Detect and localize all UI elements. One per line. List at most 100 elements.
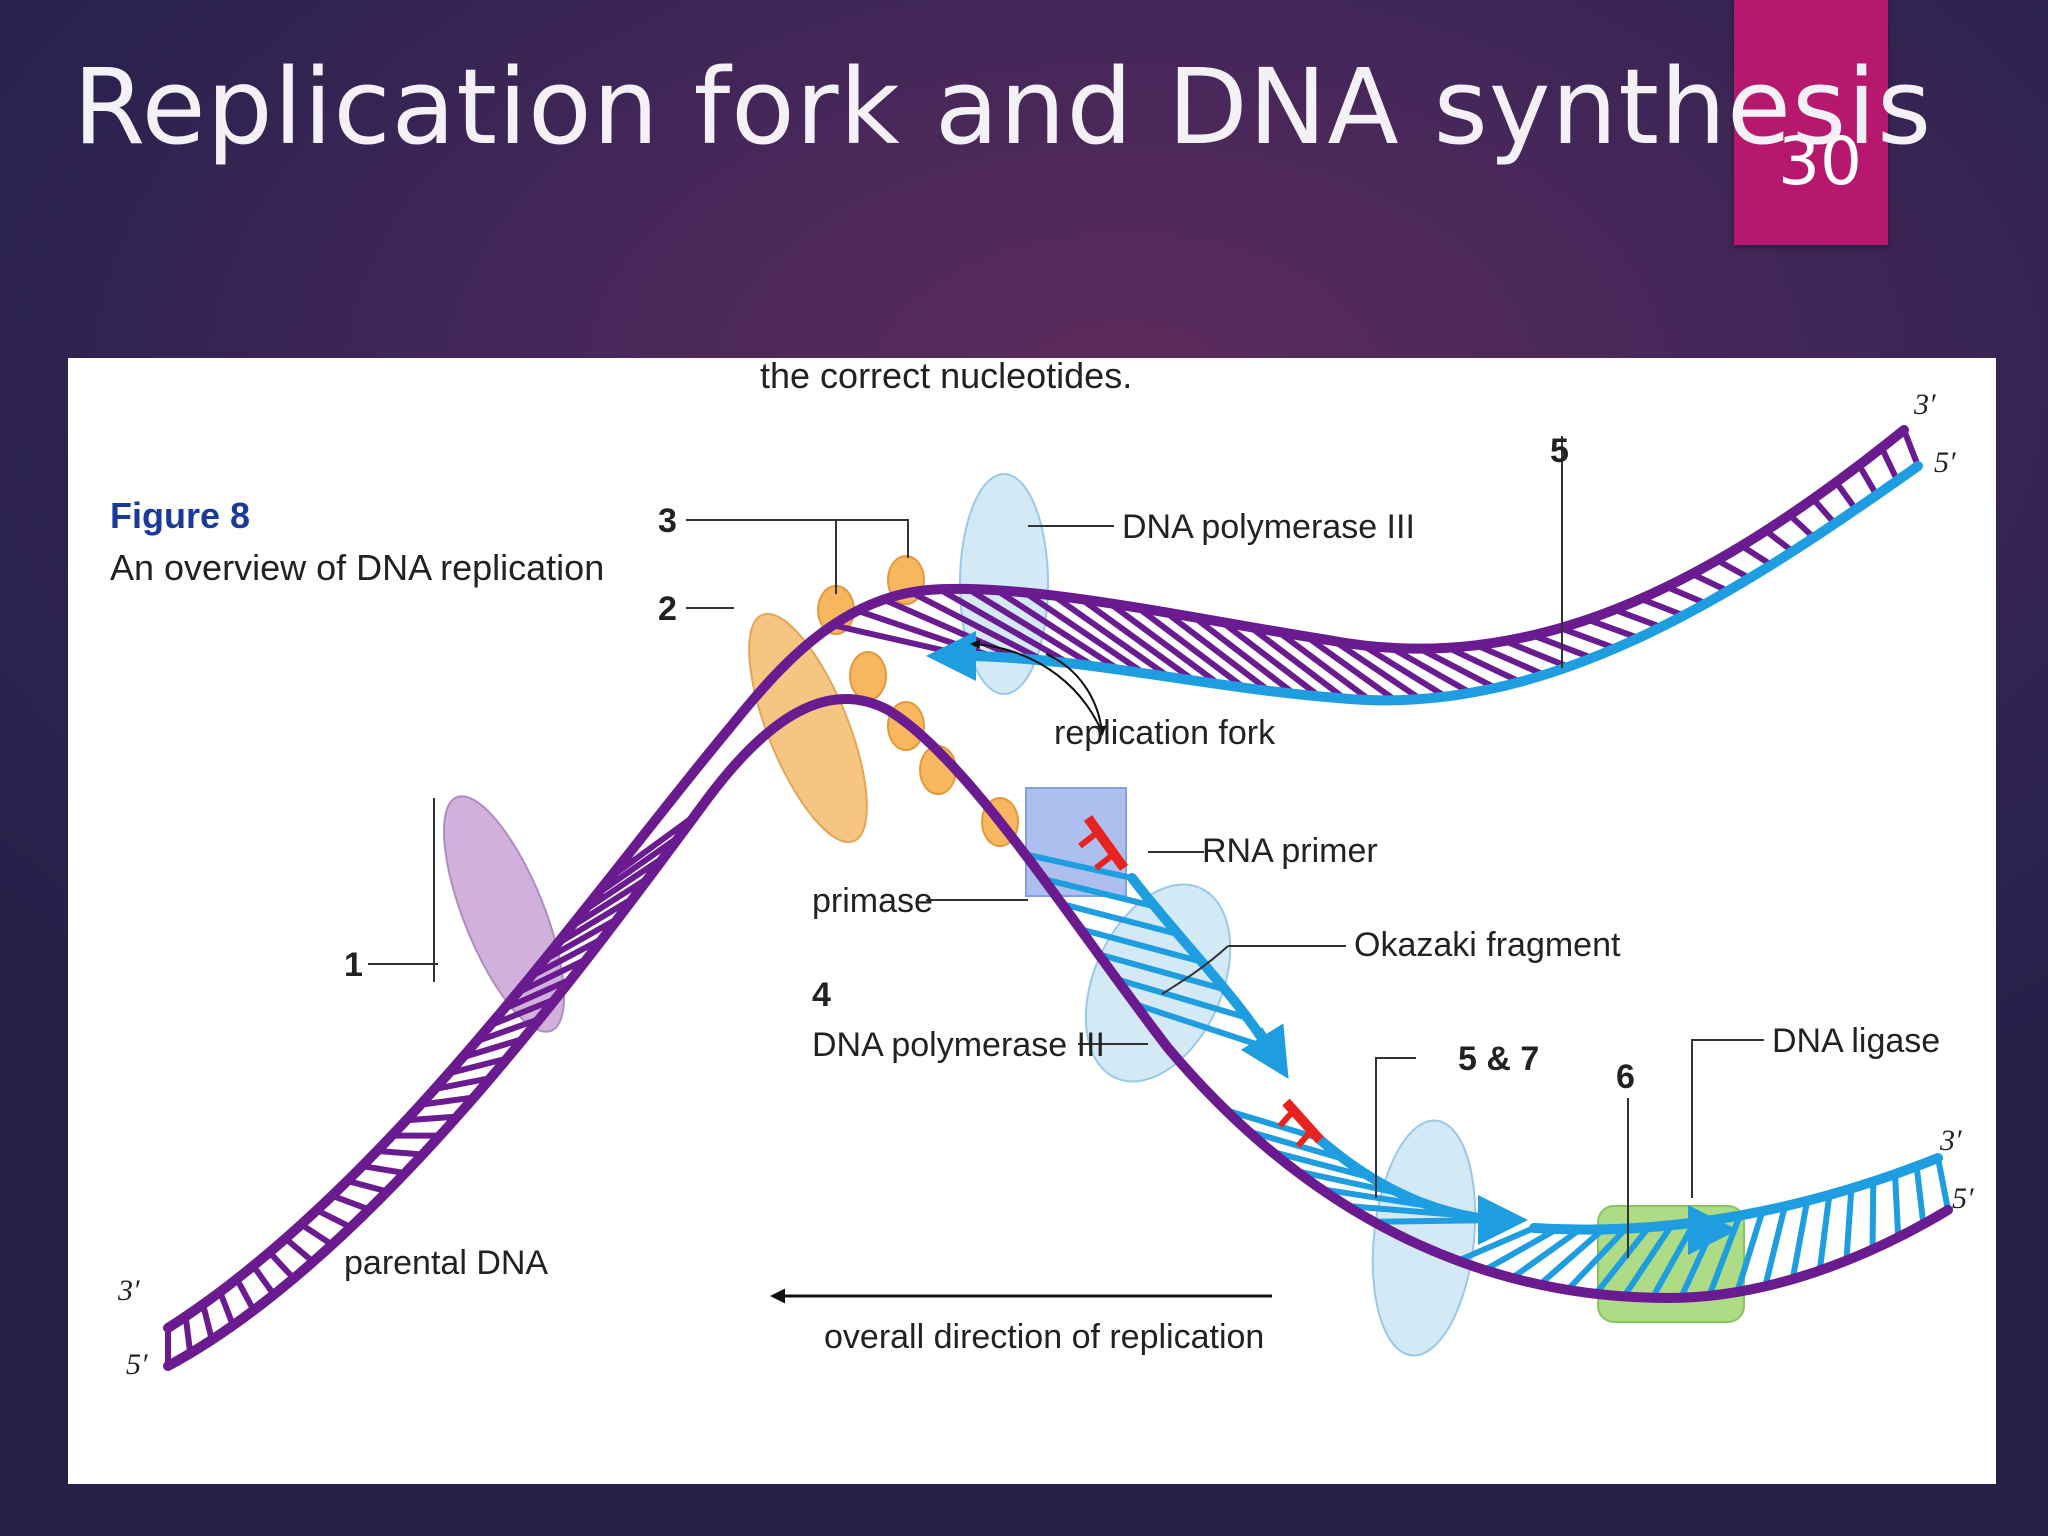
base-pair-rung — [1475, 642, 1546, 678]
base-pair-rung — [1023, 589, 1146, 676]
base-pair-rung — [1869, 1181, 1877, 1250]
okazaki-fragment-segment-3 — [1529, 1153, 1943, 1235]
base-pair-rung — [182, 1316, 194, 1354]
base-pair-rung — [937, 586, 1071, 666]
base-pair-rung — [217, 1290, 236, 1327]
end-left-3: 3′ — [117, 1274, 140, 1307]
base-pair-rungs — [165, 428, 1951, 1366]
base-pair-rung — [1810, 496, 1838, 526]
label-replication-fork: replication fork — [1054, 714, 1276, 752]
leading-strand — [963, 461, 1923, 706]
base-pair-rung — [1789, 1200, 1811, 1280]
base-pair-rung — [1639, 596, 1685, 619]
base-pair-rung — [909, 589, 1046, 664]
base-pair-rung — [1856, 463, 1880, 497]
base-pair-rung — [1164, 609, 1272, 694]
base-pair-rung — [1079, 926, 1203, 965]
base-pair-rung — [1537, 1227, 1605, 1287]
base-pair-rung — [1446, 645, 1522, 685]
end-top-right-5: 5′ — [1934, 446, 1956, 479]
base-pair-rung — [1483, 1226, 1559, 1273]
dna-polymerase-iii-okazaki — [1371, 1119, 1477, 1357]
base-pair-rung — [361, 1163, 406, 1177]
base-pair-rung — [299, 1222, 334, 1248]
base-pair-rung — [405, 1113, 458, 1124]
label-overall-direction: overall direction of replication — [824, 1318, 1264, 1356]
base-pair-rung — [1042, 876, 1156, 910]
label-number-5-top: 5 — [1550, 432, 1569, 470]
base-pair-rung — [1270, 1148, 1373, 1181]
base-pair-rung — [1224, 1107, 1319, 1141]
base-pair-rung — [488, 996, 557, 1029]
end-bottom-right-3: 3′ — [1939, 1124, 1962, 1157]
slide-title: Replication fork and DNA synthesis — [73, 46, 1933, 168]
base-pair-rung — [1220, 619, 1322, 699]
base-pair-rung — [420, 1094, 475, 1108]
base-pair-rung — [234, 1277, 257, 1312]
base-pair-rung — [1248, 624, 1347, 702]
base-pair-rung — [1763, 528, 1795, 554]
base-pair-rung — [200, 1303, 215, 1341]
rna-primer-segment — [1083, 815, 1129, 871]
base-pair-rung — [542, 915, 620, 963]
base-pair-rung — [447, 1055, 508, 1077]
label-number-1: 1 — [344, 946, 363, 984]
leader-lines — [368, 436, 1764, 1304]
page-number: 30 — [1778, 123, 1862, 200]
label-number-6: 6 — [1616, 1058, 1635, 1096]
label-okazaki-fragment: Okazaki fragment — [1354, 926, 1621, 964]
base-pair-rung — [1901, 428, 1921, 468]
base-pair-rung — [376, 1147, 423, 1158]
base-pair-rung — [966, 586, 1096, 669]
rna-primer-rungs — [1078, 829, 1116, 871]
base-pair-rung — [1332, 638, 1423, 702]
base-pair-rung — [529, 935, 605, 980]
base-pair-rung — [1787, 512, 1816, 540]
base-pair-rung — [1559, 625, 1617, 652]
base-pair-rung — [1739, 543, 1773, 568]
base-pair-rung — [1079, 596, 1196, 684]
base-pair-rung — [1389, 645, 1473, 696]
rna-primer-rungs-2 — [1277, 1108, 1315, 1148]
base-pair-rung — [1715, 557, 1752, 581]
base-pair-rung — [434, 1075, 492, 1093]
base-pair-rung — [315, 1207, 353, 1231]
base-pair-rung — [1304, 634, 1397, 703]
base-pair-rung — [1276, 629, 1372, 703]
base-pair-rung — [1816, 1194, 1833, 1271]
base-pair-rung — [502, 976, 573, 1012]
base-pair-rung — [1136, 605, 1246, 691]
okazaki-fragment-arrow — [1240, 1023, 1289, 1079]
base-pair-rung — [882, 596, 1020, 662]
base-pair-rung — [1665, 584, 1708, 607]
label-rna-primer: RNA primer — [1202, 832, 1378, 870]
base-pair-rung — [1734, 1210, 1766, 1293]
base-pair-rung — [1247, 1128, 1345, 1162]
base-pair-rung — [994, 587, 1121, 673]
base-pair-rung — [1621, 1223, 1675, 1299]
base-pair-rung — [555, 895, 636, 947]
base-pair-rung — [346, 1178, 389, 1195]
base-pair-rung — [1061, 901, 1179, 938]
label-number-3: 3 — [658, 502, 677, 540]
base-pair-rung — [475, 1016, 541, 1045]
base-pair-rung — [1565, 1226, 1628, 1292]
base-pair-rung — [250, 1264, 277, 1297]
label-number-5-and-7: 5 & 7 — [1458, 1040, 1539, 1078]
base-pair-rung — [1107, 600, 1221, 687]
base-pair-rung — [1913, 1165, 1927, 1225]
base-pair-rung — [1935, 1157, 1951, 1211]
base-pair-rung — [1503, 638, 1570, 670]
base-pair-rung — [331, 1192, 371, 1213]
label-dna-polymerase-top: DNA polymerase III — [1122, 508, 1415, 546]
base-pair-rung — [1510, 1227, 1582, 1281]
base-pair-rung — [1843, 1188, 1855, 1261]
dna-polymerase-iii-lagging — [1084, 883, 1232, 1083]
base-pair-rung — [267, 1250, 296, 1281]
end-left-5: 5′ — [126, 1348, 148, 1381]
base-pair-rung — [568, 874, 651, 930]
base-pair-rung — [1613, 606, 1663, 630]
parental-strand-upper — [163, 425, 1909, 1333]
base-pair-rung — [515, 956, 589, 996]
label-dna-polymerase-bottom: DNA polymerase III — [812, 1026, 1105, 1064]
